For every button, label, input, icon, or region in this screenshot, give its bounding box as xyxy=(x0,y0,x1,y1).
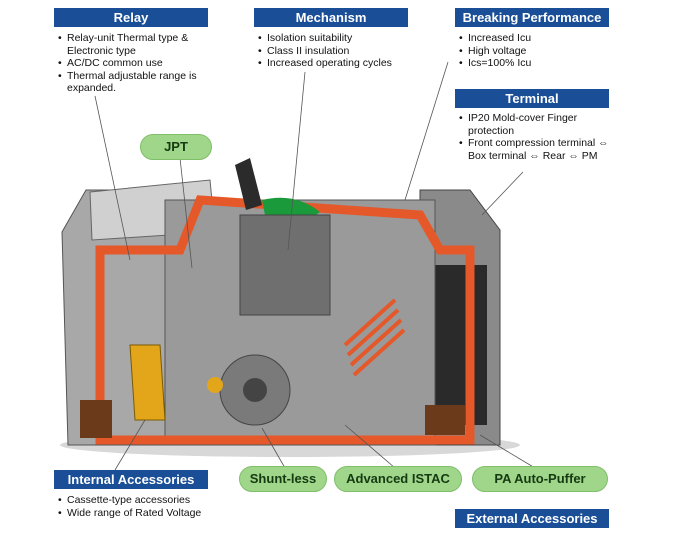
istac-pill: Advanced ISTAC xyxy=(334,466,462,492)
handle xyxy=(235,158,262,210)
external-header: External Accessories xyxy=(455,509,609,528)
terminal-header: Terminal xyxy=(455,89,609,108)
breaking-item: High voltage xyxy=(459,45,609,58)
leader-lines xyxy=(94,61,536,471)
internal-item: Wide range of Rated Voltage xyxy=(58,507,218,520)
relay-item: Thermal adjustable range is expanded. xyxy=(58,70,218,95)
spring-left xyxy=(80,400,112,438)
relay-item: Relay-unit Thermal type & Electronic typ… xyxy=(58,32,218,57)
terminal-item: IP20 Mold-cover Finger protection xyxy=(459,112,611,137)
relay-header: Relay xyxy=(54,8,208,27)
internal-item: Cassette-type accessories xyxy=(58,494,218,507)
orange-housing xyxy=(95,195,475,445)
breaking-list: Increased Icu High voltage Ics=100% Icu xyxy=(459,32,609,70)
relay-yellow xyxy=(129,344,166,421)
spring-right xyxy=(425,405,465,435)
relay-item: AC/DC common use xyxy=(58,57,218,70)
jpt-pill: JPT xyxy=(140,134,212,160)
mechanism-header: Mechanism xyxy=(254,8,408,27)
breaking-header: Breaking Performance xyxy=(455,8,609,27)
mechanism-item: Isolation suitability xyxy=(258,32,428,45)
arc-chute xyxy=(343,298,406,377)
mechanism-item: Increased operating cycles xyxy=(258,57,428,70)
terminal-list: IP20 Mold-cover Finger protection Front … xyxy=(459,112,611,162)
breaking-item: Ics=100% Icu xyxy=(459,57,609,70)
terminal-item: Front compression terminal ⇔ Box termina… xyxy=(459,137,611,162)
breaking-item: Increased Icu xyxy=(459,32,609,45)
puffer-pill: PA Auto-Puffer xyxy=(472,466,608,492)
internal-header: Internal Accessories xyxy=(54,470,208,489)
relay-list: Relay-unit Thermal type & Electronic typ… xyxy=(58,32,218,95)
internal-list: Cassette-type accessories Wide range of … xyxy=(58,494,218,519)
mechanism-item: Class II insulation xyxy=(258,45,428,58)
mechanism-block xyxy=(239,214,331,316)
mechanism-list: Isolation suitability Class II insulatio… xyxy=(258,32,428,70)
shuntless-pill: Shunt-less xyxy=(239,466,327,492)
